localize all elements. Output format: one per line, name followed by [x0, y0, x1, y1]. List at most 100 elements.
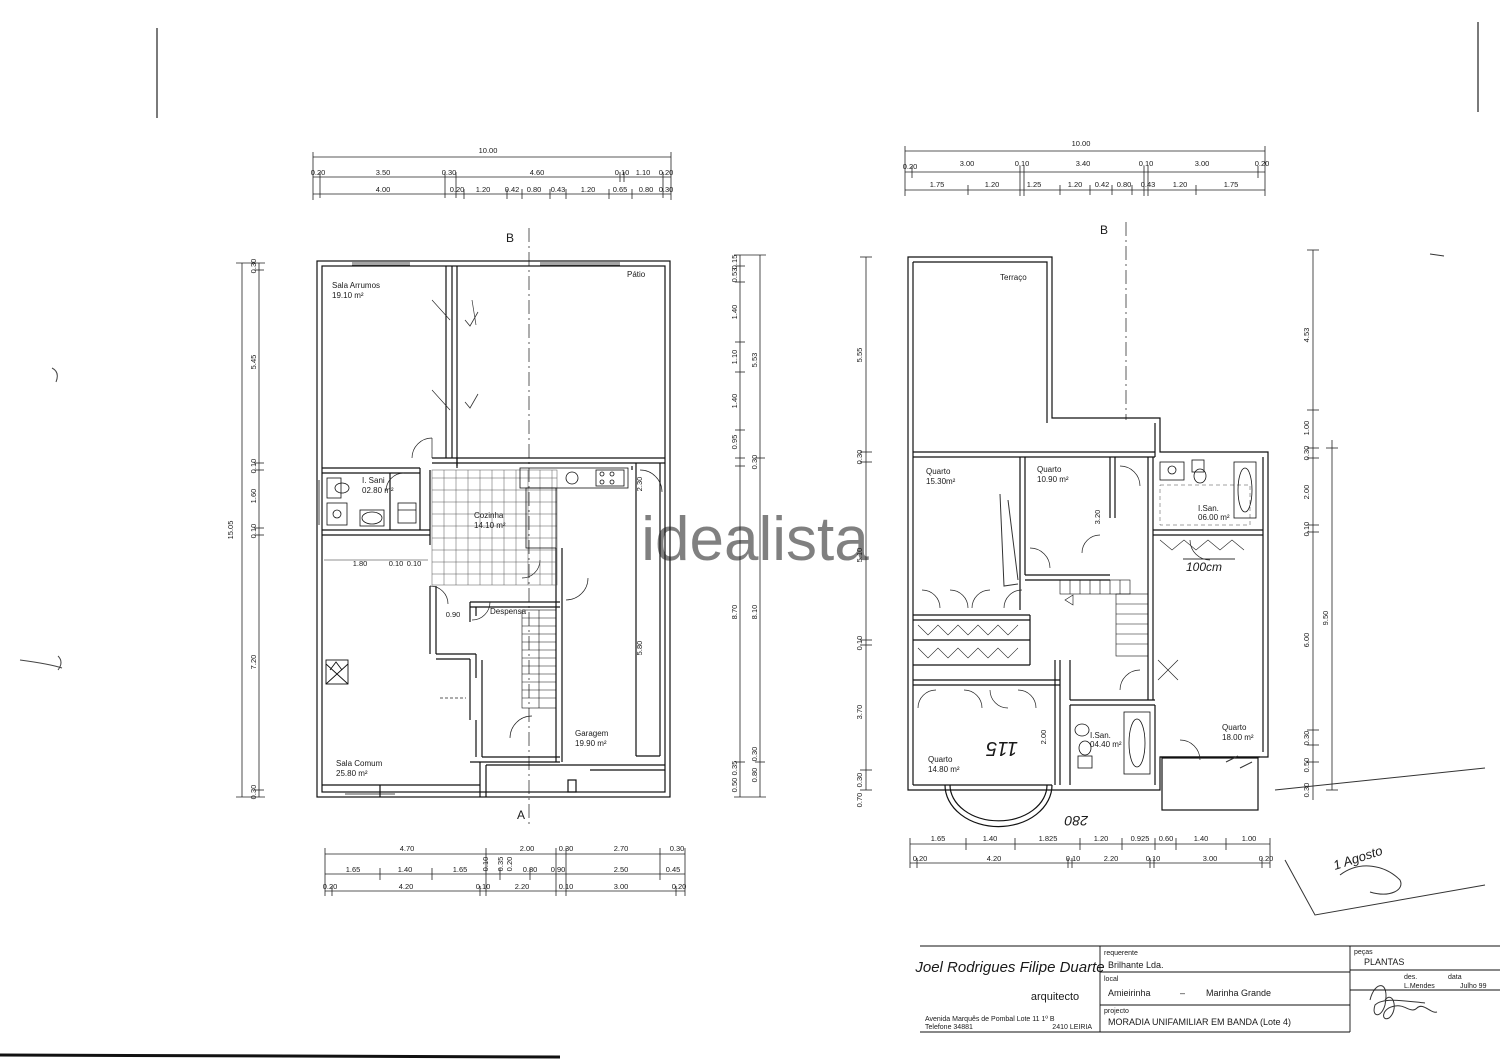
- upper-inner-dim: 3.20: [1093, 510, 1102, 525]
- requerente-label: requerente: [1104, 950, 1138, 957]
- upper-dim-right: 2.00: [1302, 485, 1311, 500]
- scan-mark: [1429, 253, 1445, 257]
- ground-dim: 0.80: [527, 185, 542, 194]
- upper-dim-left: 3.70: [855, 705, 864, 720]
- architect-address: Avenida Marquês de Pombal Lote 11 1º B: [925, 1016, 1055, 1023]
- pecas-value: PLANTAS: [1364, 957, 1404, 967]
- section-label-b: B: [1100, 223, 1108, 237]
- room-name: Sala Arrumos: [332, 281, 380, 290]
- ground-dim-right-inner: 5.53: [750, 353, 759, 368]
- local-separator: –: [1180, 988, 1185, 998]
- upper-dim: 1.20: [1173, 180, 1188, 189]
- pen-mark: [464, 311, 479, 327]
- pen-mark: [464, 393, 479, 409]
- ground-dim: 0.80: [639, 185, 654, 194]
- room-name: Quarto: [926, 467, 951, 476]
- ground-dim-left: 0.30: [249, 785, 258, 800]
- section-label-b: B: [506, 231, 514, 245]
- handwritten-notes: [999, 493, 1486, 1016]
- upper-floor-plan: 10.00 0.20 3.00 0.10 3.40 0.10 3.00 0.20…: [855, 139, 1338, 868]
- ground-dim: 0.10: [615, 168, 630, 177]
- ground-dim: 2.20: [515, 882, 530, 891]
- ground-right-dimensions: [734, 254, 766, 798]
- des-label: des.: [1404, 974, 1417, 981]
- ground-dim-left: 0.10: [249, 459, 258, 474]
- upper-dim: 2.20: [1104, 854, 1119, 863]
- ground-dim: 2.50: [614, 865, 629, 874]
- scan-mark: [51, 367, 58, 383]
- ground-dim: 0.20: [323, 882, 338, 891]
- room-name: Pátio: [627, 270, 646, 279]
- room-area: 04.40 m²: [1090, 740, 1122, 749]
- ground-stairs: [521, 609, 557, 709]
- ground-dim-right: 8.70: [730, 605, 739, 620]
- ground-windows: [318, 262, 620, 795]
- ground-dim: 1.40: [398, 865, 413, 874]
- signature: [1383, 996, 1438, 1020]
- scan-edge: [0, 1053, 561, 1059]
- room-name: Cozinha: [474, 511, 504, 520]
- upper-dim-left: 5.10: [855, 548, 864, 563]
- room-area: 02.80 m²: [362, 486, 394, 495]
- architect-title: arquitecto: [1031, 991, 1079, 1003]
- upper-dim: 3.40: [1076, 159, 1091, 168]
- room-area: 15.30m²: [926, 477, 956, 486]
- upper-dim-right: 0.10: [1302, 522, 1311, 537]
- upper-dim: 0.10: [1146, 854, 1161, 863]
- upper-dim: 0.80: [1117, 180, 1132, 189]
- upper-dim-right: 0.30: [1302, 783, 1311, 798]
- ground-dim: 0.35: [496, 857, 505, 872]
- ground-dim: 0.10: [559, 882, 574, 891]
- ground-left-dimensions: [236, 262, 265, 798]
- upper-dim: 1.825: [1039, 834, 1058, 843]
- upper-bottom-dimensions: [909, 838, 1271, 868]
- ground-dim-left: 0.10: [249, 524, 258, 539]
- ground-dim: 0.10: [481, 857, 490, 872]
- upper-dim: 0.20: [1255, 159, 1270, 168]
- ground-dim: 0.45: [666, 865, 681, 874]
- data-label: data: [1448, 974, 1462, 981]
- upper-dim-left: 0.30: [855, 773, 864, 788]
- ground-dim: 0.30: [559, 844, 574, 853]
- upper-dim-right: 0.30: [1302, 446, 1311, 461]
- ground-dim: 1.20: [581, 185, 596, 194]
- ground-dim: 4.00: [376, 185, 391, 194]
- room-area: 14.10 m²: [474, 521, 506, 530]
- upper-right-dimensions: [1307, 249, 1338, 800]
- upper-dim-right: 0.30: [1302, 731, 1311, 746]
- handwritten-note: 100cm: [1186, 560, 1222, 574]
- ground-dim-right: 0.30: [750, 455, 759, 470]
- upper-dim: 0.10: [1139, 159, 1154, 168]
- upper-left-dimensions: [860, 256, 872, 791]
- ground-dim-right: 0.15: [730, 255, 739, 270]
- upper-walls: [907, 256, 1269, 828]
- architect-phone: Telefone 34881: [925, 1024, 973, 1031]
- upper-dim-left: 0.70: [855, 793, 864, 808]
- ground-dim: 0.30: [442, 168, 457, 177]
- upper-dim: 1.25: [1027, 180, 1042, 189]
- ground-dim: 0.90: [551, 865, 566, 874]
- ground-dim: 0.10: [476, 882, 491, 891]
- upper-dim: 1.20: [1094, 834, 1109, 843]
- upper-stairs: [1059, 579, 1149, 657]
- projecto-label: projecto: [1104, 1008, 1129, 1015]
- ground-dim: 0.20: [311, 168, 326, 177]
- section-label-a: A: [517, 808, 525, 822]
- ground-bathroom-fixtures: [326, 477, 417, 527]
- ground-inner-dim: 0.10: [407, 559, 422, 568]
- ground-dim-right: 0.50: [730, 778, 739, 793]
- ground-dim: 4.20: [399, 882, 414, 891]
- kitchen-tile-grid: [431, 469, 558, 586]
- ground-dim: 1.20: [476, 185, 491, 194]
- upper-dim: 4.20: [987, 854, 1002, 863]
- room-name: Terraço: [1000, 273, 1027, 282]
- ground-dim: 1.65: [453, 865, 468, 874]
- upper-dim-left: 0.30: [855, 450, 864, 465]
- ground-dim: 1.65: [346, 865, 361, 874]
- ground-dim: 0.20: [450, 185, 465, 194]
- ground-inner-dim: 5.80: [635, 641, 644, 656]
- data-value: Julho 99: [1460, 983, 1487, 990]
- scan-mark: [19, 655, 63, 671]
- ground-dim: 0.43: [551, 185, 566, 194]
- ground-dim: 1.10: [636, 168, 651, 177]
